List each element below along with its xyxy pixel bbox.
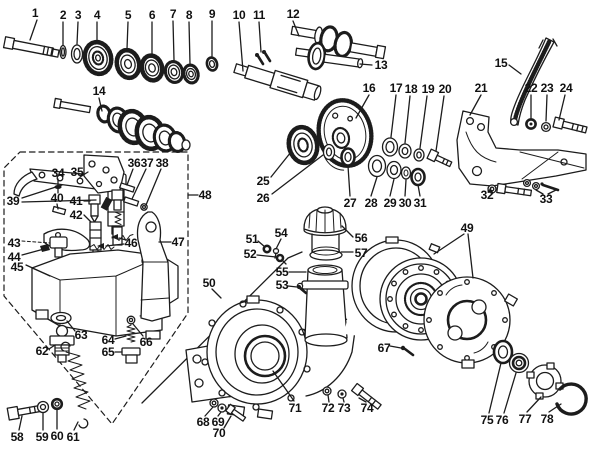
- washers-pin-33: [522, 178, 560, 192]
- reverse-shaft-13: [294, 41, 364, 71]
- bushing-29: [386, 160, 402, 180]
- pin-37: [123, 196, 140, 207]
- seal-ring-31: [410, 167, 426, 187]
- gear-shaft-12: [290, 25, 387, 60]
- lock-washer-73: [337, 389, 347, 399]
- washer-63: [50, 311, 72, 325]
- washer-18: [398, 143, 412, 159]
- filter-cap-56: [303, 206, 347, 237]
- bracket-47: [136, 211, 171, 322]
- washer-23: [540, 121, 552, 133]
- washer-68: [209, 398, 219, 408]
- nut-66: [126, 315, 136, 325]
- washer-69: [217, 403, 227, 413]
- screw-53: [297, 285, 308, 295]
- intake-stack-55: [296, 264, 349, 347]
- support-bracket-21: [456, 110, 587, 187]
- washer-59: [36, 400, 50, 414]
- bolt-20: [426, 148, 453, 168]
- washer-19: [413, 148, 425, 162]
- plug-65: [121, 347, 141, 364]
- washer-72: [322, 386, 332, 396]
- pin-40: [52, 205, 67, 216]
- snap-ring-78: [555, 382, 588, 416]
- main-shaft-10: [233, 63, 322, 101]
- washer-2: [59, 44, 67, 60]
- ring-30: [400, 166, 412, 180]
- plunger-sleeve-42: [89, 221, 102, 257]
- nut-60: [50, 397, 64, 411]
- nut-76: [508, 352, 530, 374]
- gear-8: [182, 63, 200, 85]
- detent-bolt: [100, 196, 113, 211]
- bushing-17: [381, 137, 399, 157]
- curved-arm-15: [509, 37, 558, 127]
- filter-canister-57: [309, 233, 343, 261]
- bolt-24: [552, 116, 588, 134]
- leader-lines: [18, 19, 566, 431]
- bushing-9: [205, 56, 219, 72]
- bolt-74: [350, 382, 382, 410]
- bolt-washer-32: [487, 182, 533, 197]
- cluster-gear-14: [53, 97, 191, 153]
- input-shaft-1: [2, 36, 60, 58]
- washer-3: [70, 44, 84, 64]
- pinion-gear-25: [286, 124, 320, 166]
- gear-4: [82, 39, 114, 77]
- gear-6: [139, 53, 165, 83]
- nut-52: [275, 253, 287, 265]
- ring-75: [492, 339, 514, 365]
- pin-36: [119, 182, 136, 193]
- springs-46: [89, 234, 134, 250]
- seal-ring-27: [340, 147, 356, 167]
- gear-7: [163, 60, 185, 84]
- bolt-70: [225, 403, 247, 422]
- gear-5: [114, 47, 142, 81]
- screws-11: [255, 50, 272, 66]
- spring-61: [60, 341, 91, 429]
- detent-plunger-41: [88, 194, 101, 223]
- bushing-28: [367, 154, 387, 178]
- clutch-cover: [423, 276, 518, 369]
- spring-64: [126, 324, 136, 343]
- bolt-67: [400, 345, 415, 357]
- ring-26: [322, 143, 336, 161]
- nut-51: [262, 244, 272, 254]
- nut-22: [525, 118, 537, 130]
- thrust-plate-77: [526, 362, 564, 400]
